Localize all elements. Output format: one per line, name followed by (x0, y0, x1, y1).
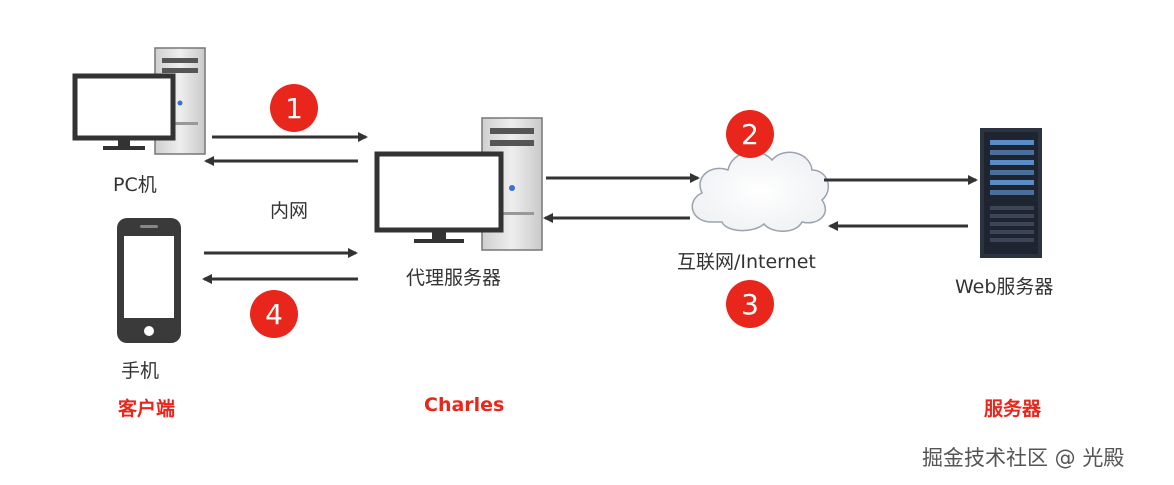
step-badge-3: 3 (726, 280, 774, 328)
internet-label: 互联网/Internet (677, 251, 816, 273)
group-server-label: 服务器 (984, 398, 1042, 420)
web-server-label: Web服务器 (955, 276, 1054, 298)
phone-label: 手机 (121, 360, 160, 382)
phone-icon (117, 218, 181, 343)
pc-label: PC机 (113, 174, 157, 196)
step-badge-2: 2 (726, 110, 774, 158)
watermark: 掘金技术社区 @ 光殿 (922, 446, 1125, 470)
group-client-label: 客户端 (118, 398, 176, 420)
step-badge-4: 4 (250, 290, 298, 338)
pc-computer-icon (72, 47, 206, 155)
proxy-server-label: 代理服务器 (406, 267, 502, 289)
intranet-label: 内网 (270, 200, 309, 222)
internet-cloud-icon (691, 151, 830, 232)
proxy-server-icon (374, 117, 543, 251)
web-server-icon (980, 128, 1042, 258)
step-badge-1: 1 (270, 84, 318, 132)
group-charles-label: Charles (424, 394, 505, 416)
